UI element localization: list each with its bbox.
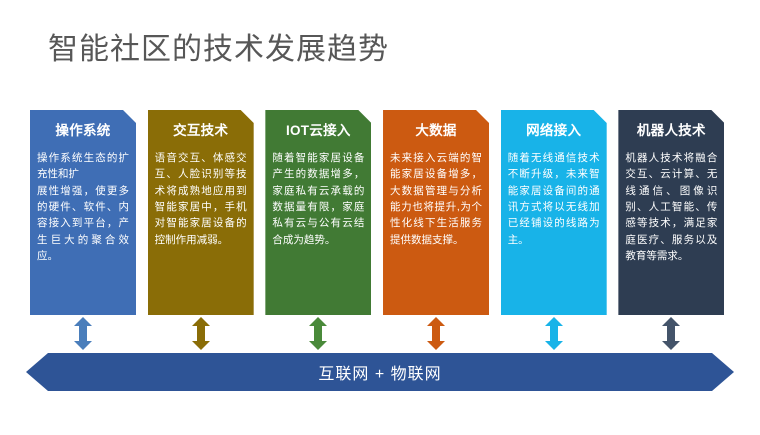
tech-card-big-data[interactable]: 大数据未来接入云端的智能家居设备增多，大数据管理与分析能力也将提升,为个性化线下…: [383, 110, 489, 315]
double-arrow-icon-operating-system: [74, 317, 92, 350]
tech-card-interaction-technology[interactable]: 交互技术语音交互、体感交互、人脸识别等技术将成熟地应用到智能家居中，手机对智能家…: [148, 110, 254, 315]
double-arrow-icon-network-access: [544, 317, 563, 350]
arrow-slot-operating-system: [30, 317, 147, 352]
tech-card-network-access[interactable]: 网络接入随着无线通信技术不断升级，未来智能家居设备间的通讯方式将以无线加已经铺设…: [501, 110, 607, 315]
card-slot-operating-system: 操作系统操作系统生态的扩充性和扩 展性增强，使更多的硬件、软件、内容接入到平台，…: [30, 110, 147, 315]
card-body-network-access: 随着无线通信技术不断升级，未来智能家居设备间的通讯方式将以无线加已经铺设的线路为…: [507, 152, 600, 246]
card-title-big-data: 大数据: [415, 123, 457, 138]
card-title-robotics-technology: 机器人技术: [636, 123, 706, 138]
page-title: 智能社区的技术发展趋势: [48, 33, 389, 66]
card-slot-interaction-technology: 交互技术语音交互、体感交互、人脸识别等技术将成熟地应用到智能家居中，手机对智能家…: [148, 110, 265, 315]
technology-cards-row: 操作系统操作系统生态的扩充性和扩 展性增强，使更多的硬件、软件、内容接入到平台，…: [30, 110, 736, 315]
tech-card-iot-cloud-access[interactable]: IOT云接入随着智能家居设备产生的数据增多，家庭私有云承载的数据量有限，家庭私有…: [265, 110, 371, 315]
banner-label: 互联网 + 物联网: [318, 366, 442, 383]
card-slot-network-access: 网络接入随着无线通信技术不断升级，未来智能家居设备间的通讯方式将以无线加已经铺设…: [501, 110, 618, 315]
tech-card-robotics-technology[interactable]: 机器人技术机器人技术将融合交互、云计算、无线通信、图像识别、人工智能、传感等技术…: [618, 110, 724, 315]
arrow-slot-network-access: [501, 317, 618, 352]
double-arrow-icon-big-data: [427, 317, 446, 350]
card-title-interaction-technology: 交互技术: [173, 123, 229, 138]
arrow-slot-interaction-technology: [148, 317, 265, 352]
double-arrow-icon-iot-cloud-access: [309, 317, 328, 350]
arrow-slot-robotics-technology: [618, 317, 735, 352]
foundation-banner: 互联网 + 物联网: [26, 353, 734, 391]
card-title-operating-system: 操作系统: [55, 123, 111, 138]
double-arrow-icon-interaction-technology: [191, 317, 210, 350]
card-title-network-access: 网络接入: [526, 123, 582, 138]
double-arrow-icon-robotics-technology: [662, 317, 681, 350]
card-body-iot-cloud-access: 随着智能家居设备产生的数据增多，家庭私有云承载的数据量有限，家庭私有云与公有云结…: [272, 152, 365, 246]
connector-arrows-row: [30, 317, 736, 352]
tech-card-operating-system[interactable]: 操作系统操作系统生态的扩充性和扩 展性增强，使更多的硬件、软件、内容接入到平台，…: [30, 110, 136, 315]
card-body-big-data: 未来接入云端的智能家居设备增多，大数据管理与分析能力也将提升,为个性化线下生活服…: [390, 152, 483, 246]
card-body-operating-system: 操作系统生态的扩充性和扩 展性增强，使更多的硬件、软件、内容接入到平台，产生巨大…: [37, 152, 129, 262]
arrow-slot-iot-cloud-access: [265, 317, 382, 352]
banner-chevron-shape: [26, 353, 734, 391]
card-slot-iot-cloud-access: IOT云接入随着智能家居设备产生的数据增多，家庭私有云承载的数据量有限，家庭私有…: [265, 110, 382, 315]
card-title-iot-cloud-access: IOT云接入: [285, 123, 351, 138]
card-slot-big-data: 大数据未来接入云端的智能家居设备增多，大数据管理与分析能力也将提升,为个性化线下…: [383, 110, 500, 315]
card-slot-robotics-technology: 机器人技术机器人技术将融合交互、云计算、无线通信、图像识别、人工智能、传感等技术…: [618, 110, 735, 315]
arrow-slot-big-data: [383, 317, 500, 352]
card-body-interaction-technology: 语音交互、体感交互、人脸识别等技术将成熟地应用到智能家居中，手机对智能家居设备的…: [154, 152, 247, 246]
card-body-robotics-technology: 机器人技术将融合交互、云计算、无线通信、图像识别、人工智能、传感等技术，满足家庭…: [625, 152, 718, 262]
